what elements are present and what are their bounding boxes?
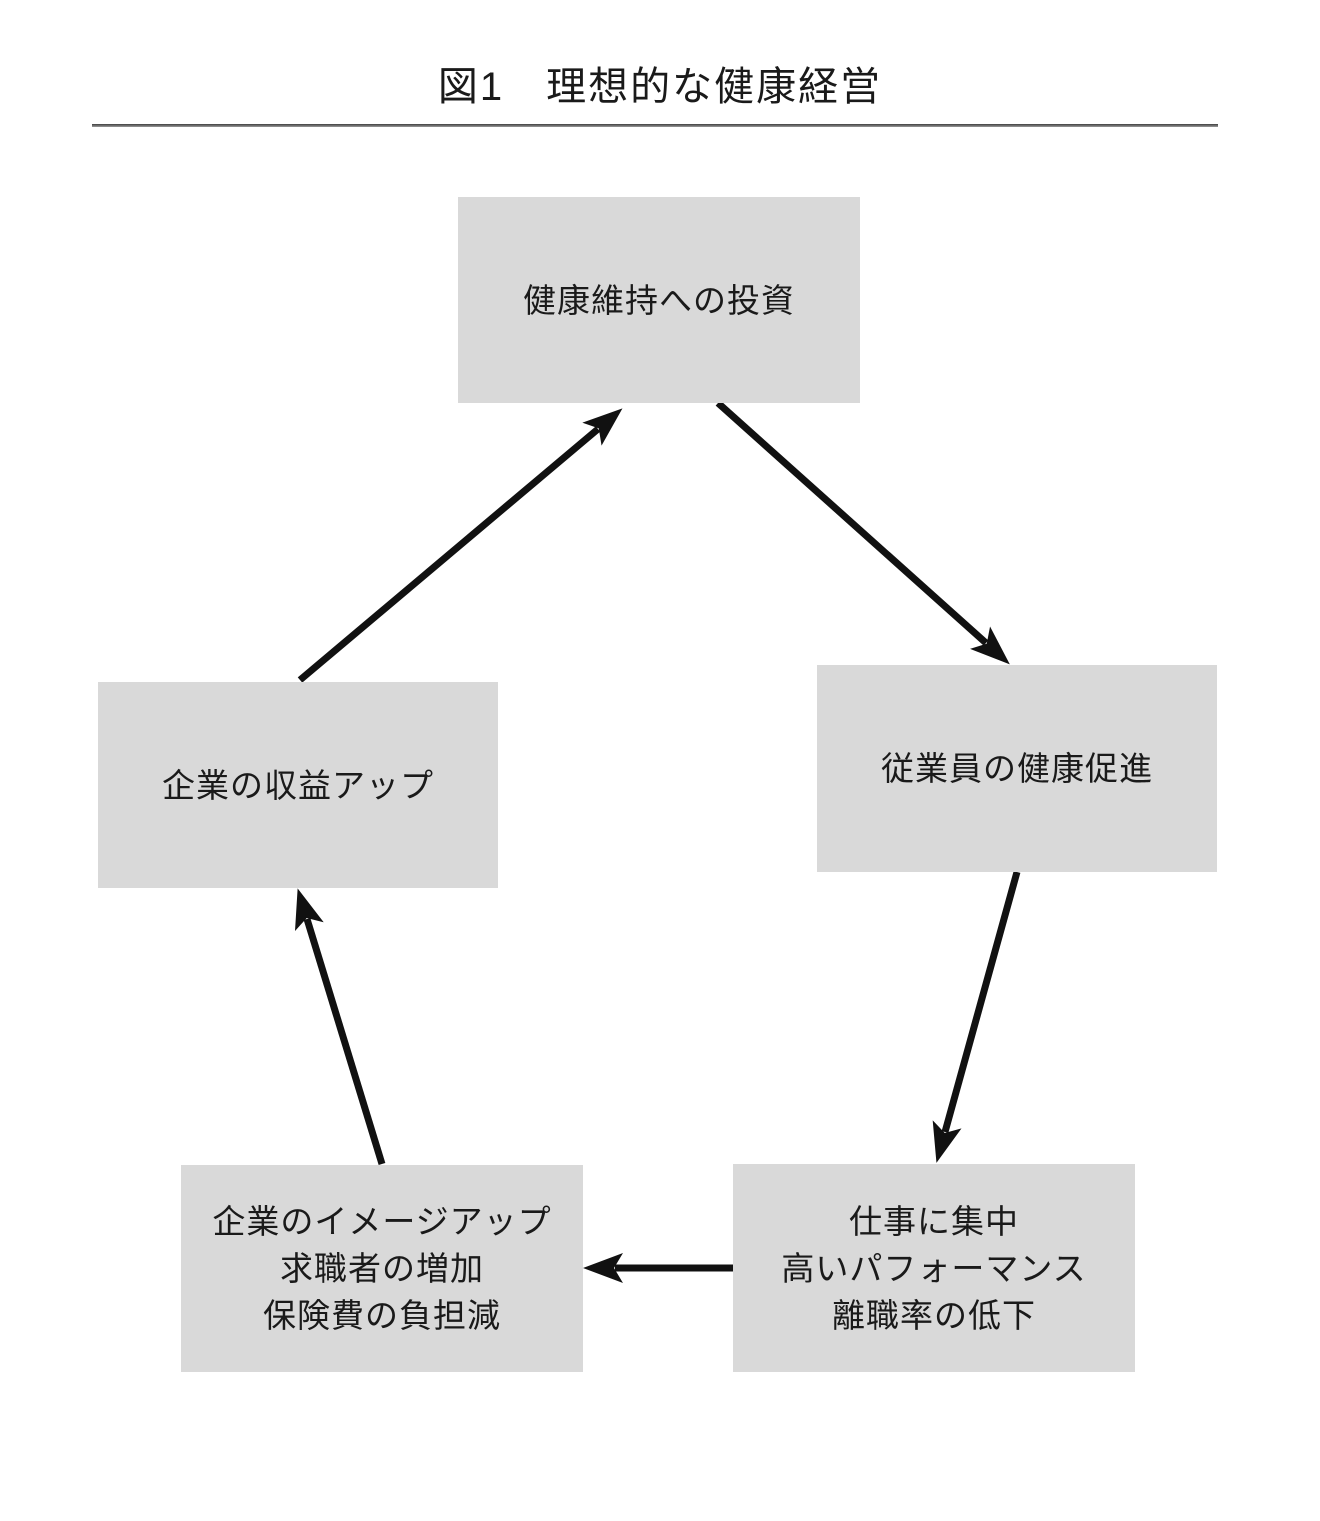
node-performance-line-1: 仕事に集中 (849, 1202, 1019, 1240)
node-profit: 企業の収益アップ (98, 682, 498, 888)
title-rule (92, 124, 1218, 127)
node-investment-label: 健康維持への投資 (523, 281, 795, 319)
node-employee-health-label: 従業員の健康促進 (881, 750, 1153, 787)
arrow-company-image-to-profit (294, 888, 386, 1166)
node-employee-health: 従業員の健康促進 (817, 665, 1217, 872)
node-investment: 健康維持への投資 (458, 197, 860, 403)
node-company-image-line-1: 企業のイメージアップ (212, 1203, 552, 1240)
node-profit-label: 企業の収益アップ (162, 766, 434, 804)
node-performance-line-2: 高いパフォーマンス (781, 1249, 1087, 1287)
node-performance-line-3: 離職率の低下 (832, 1296, 1036, 1334)
node-performance: 仕事に集中 高いパフォーマンス 離職率の低下 (733, 1164, 1135, 1372)
node-company-image-line-3: 保険費の負担減 (263, 1297, 501, 1334)
figure-title: 図1 理想的な健康経営 (437, 65, 883, 109)
arrow-investment-to-employee-health (715, 400, 1010, 665)
node-company-image-line-2: 求職者の増加 (280, 1250, 484, 1287)
arrow-employee-health-to-performance (932, 871, 1021, 1163)
node-company-image: 企業のイメージアップ 求職者の増加 保険費の負担減 (181, 1165, 583, 1372)
arrow-profit-to-investment (297, 408, 623, 683)
